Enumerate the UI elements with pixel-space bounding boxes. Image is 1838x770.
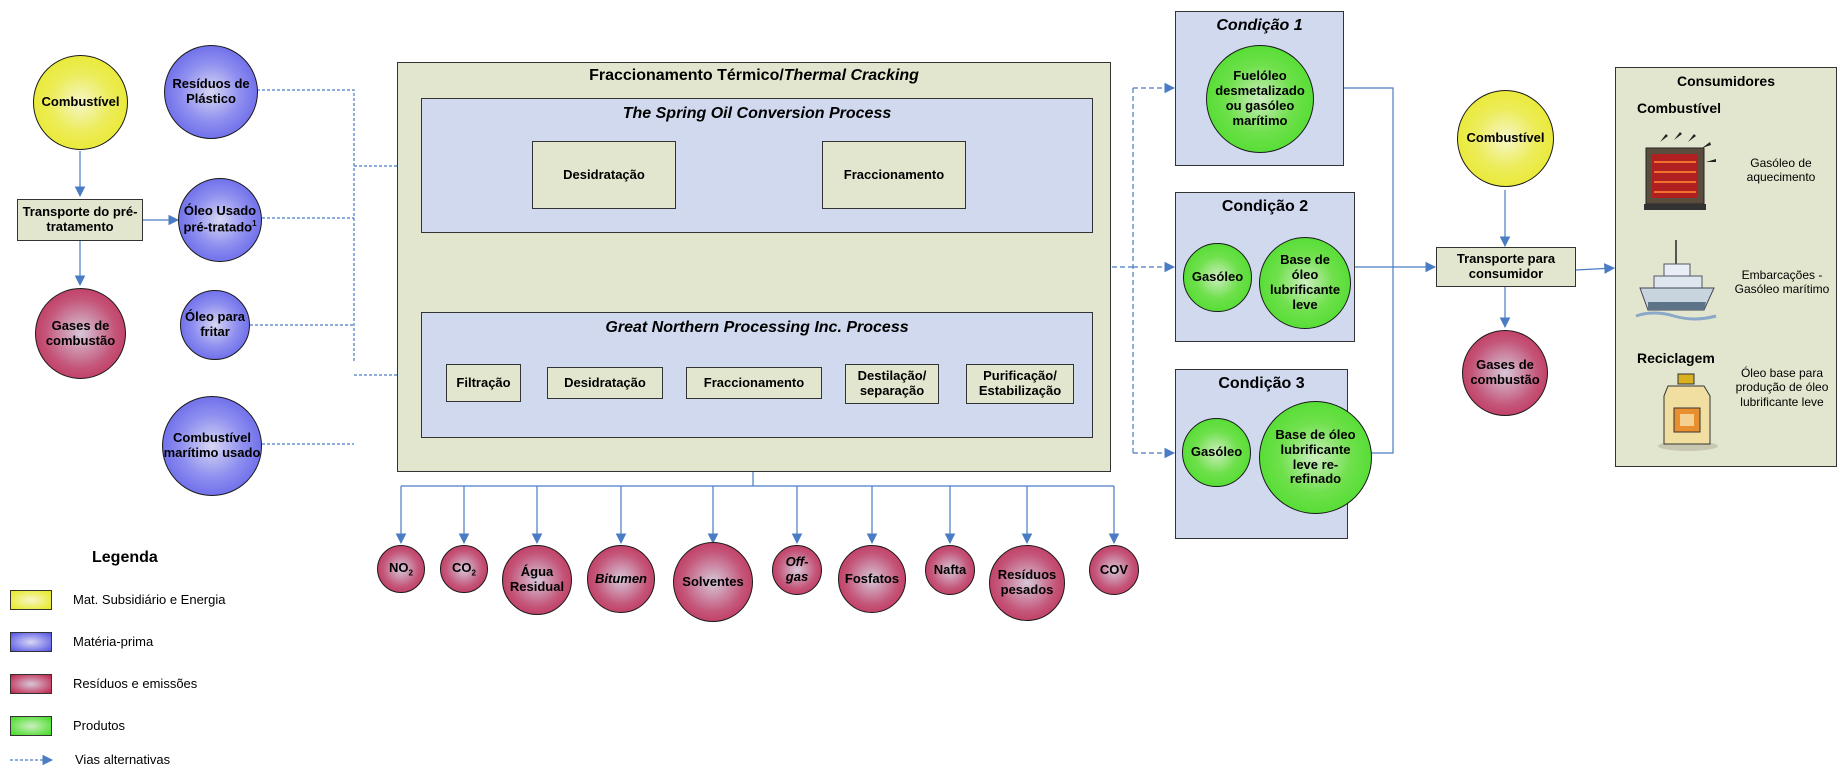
no2-label: NO2 bbox=[389, 559, 413, 578]
frying-oil-circle: Óleo para fritar bbox=[180, 290, 250, 360]
great-step-dehydration: Desidratação bbox=[547, 367, 663, 399]
spring-step-fractionation: Fraccionamento bbox=[822, 141, 966, 209]
heater-icon bbox=[1640, 128, 1718, 214]
great-step-purification: Purificação/ Estabilização bbox=[966, 364, 1074, 404]
spring-step-dehydration: Desidratação bbox=[532, 141, 676, 209]
emission-wastewater: Água Residual bbox=[502, 545, 572, 615]
base-oil-label: Óleo base para produção de óleo lubrific… bbox=[1735, 366, 1829, 409]
great-northern-process-title: Great Northern Processing Inc. Process bbox=[605, 319, 909, 336]
consumer-fuel-circle: Combustível bbox=[1457, 90, 1554, 187]
consumer-combustion-gases: Gases de combustão bbox=[1462, 330, 1548, 416]
legend-swatch-raw-material bbox=[10, 632, 52, 652]
used-oil-circle: Óleo Usado pré-tratado1 bbox=[178, 178, 262, 262]
ship-icon bbox=[1634, 236, 1718, 326]
emission-naphtha: Nafta bbox=[925, 545, 975, 595]
legend-label-raw-material: Matéria-prima bbox=[73, 634, 154, 649]
legend-title: Legenda bbox=[92, 549, 158, 566]
condition-3-diesel: Gasóleo bbox=[1182, 418, 1251, 487]
condition-2-lube-base: Base de óleo lubrificante leve bbox=[1259, 237, 1351, 329]
combustion-gases-circle: Gases de combustão bbox=[35, 288, 126, 379]
marine-diesel-label: Embarcações - Gasóleo marítimo bbox=[1734, 268, 1830, 297]
oil-bottle-icon bbox=[1654, 372, 1720, 452]
great-step-fractionation: Fraccionamento bbox=[686, 367, 822, 399]
legend-label-alternative-routes: Vias alternativas bbox=[75, 752, 171, 767]
emission-solvents: Solventes bbox=[673, 542, 753, 622]
emission-phosphates: Fosfatos bbox=[838, 545, 906, 613]
condition-3-title: Condição 3 bbox=[1218, 375, 1305, 392]
pretreatment-transport-box: Transporte do pré-tratamento bbox=[17, 199, 143, 241]
emission-offgas: Off-gas bbox=[772, 545, 822, 595]
emission-co2: CO2 bbox=[440, 545, 488, 593]
consumers-fuel-title: Combustível bbox=[1637, 100, 1722, 116]
recycling-title: Reciclagem bbox=[1637, 350, 1715, 366]
legend-swatch-waste bbox=[10, 674, 52, 694]
consumers-panel bbox=[1615, 67, 1837, 467]
emission-bitumen: Bitumen bbox=[587, 545, 655, 613]
legend-label-products: Produtos bbox=[73, 718, 126, 733]
heating-oil-label: Gasóleo de aquecimento bbox=[1746, 156, 1816, 185]
legend-swatch-products bbox=[10, 716, 52, 736]
thermal-cracking-title: Fraccionamento Térmico/Thermal Cracking bbox=[589, 67, 919, 84]
fuel-circle: Combustível bbox=[33, 55, 128, 150]
great-step-filtration: Filtração bbox=[446, 364, 521, 402]
condition-1-title: Condição 1 bbox=[1216, 17, 1303, 34]
legend-label-waste: Resíduos e emissões bbox=[73, 676, 198, 691]
consumer-transport-box: Transporte para consumidor bbox=[1436, 247, 1576, 287]
condition-2-title: Condição 2 bbox=[1221, 198, 1309, 215]
great-step-distillation: Destilação/ separação bbox=[845, 364, 939, 404]
used-oil-label: Óleo Usado pré-tratado1 bbox=[183, 203, 257, 235]
condition-2-diesel: Gasóleo bbox=[1183, 243, 1252, 312]
condition-3-rerefined-lube-base: Base de óleo lubrificante leve re-refina… bbox=[1259, 401, 1372, 514]
spring-oil-process-title: The Spring Oil Conversion Process bbox=[622, 105, 892, 122]
legend-swatch-subsidiary bbox=[10, 590, 52, 610]
emission-voc: COV bbox=[1089, 545, 1139, 595]
emission-heavy-residues: Resíduos pesados bbox=[989, 545, 1065, 621]
emission-no2: NO2 bbox=[377, 545, 425, 593]
legend-label-subsidiary: Mat. Subsidiário e Energia bbox=[73, 592, 226, 607]
plastic-waste-circle: Resíduos de Plástico bbox=[164, 45, 258, 139]
consumers-title: Consumidores bbox=[1676, 73, 1775, 89]
condition-1-product: Fuelóleo desmetalizado ou gasóleo maríti… bbox=[1206, 45, 1314, 153]
co2-label: CO2 bbox=[452, 559, 476, 578]
used-marine-fuel-circle: Combustível marítimo usado bbox=[162, 396, 262, 496]
